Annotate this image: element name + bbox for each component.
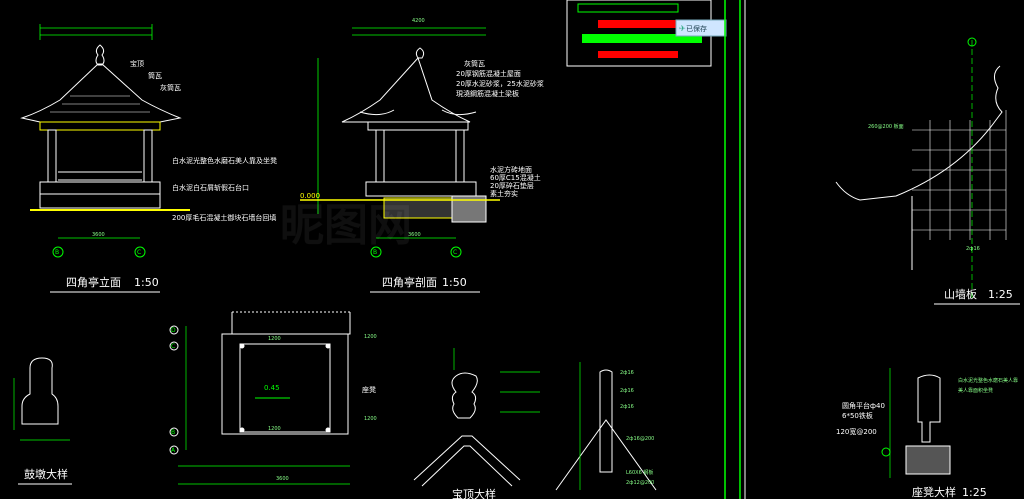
section-note-7: 20厚碎石垫层 <box>490 181 534 190</box>
bench-left-3: 120宽@200 <box>836 427 877 436</box>
section-note-5: 水泥方砖地面 <box>490 165 532 174</box>
gable-label-1: 260@200 板面 <box>868 123 904 130</box>
section-note-3: 20厚水泥砂浆，25水泥砂浆 <box>456 79 544 88</box>
ridge-detail: 2ф16 2ф16 2ф16 2ф16@200 L60X6 钢板 2ф12@20… <box>555 362 657 491</box>
plan-axis-c: C <box>171 343 175 350</box>
section-dim-bottom: 3600 <box>408 232 421 238</box>
section-axis-c: C <box>453 249 457 256</box>
gable-label-2: 2ф16 <box>966 246 980 252</box>
gable-scale: 1:25 <box>988 288 1013 301</box>
bench-note-2: 美人靠面积坐凳 <box>958 387 993 394</box>
bench-left-2: 6*50铁板 <box>842 411 873 420</box>
section-scale: 1:50 <box>442 276 467 289</box>
pavilion-plan: 0.45 1200 1200 1200 1200 座凳 D C B A 3600 <box>169 311 377 485</box>
elev-note-3: 灰筒瓦 <box>160 83 181 92</box>
elev-note-1: 宝顶 <box>130 59 144 68</box>
ridge-label-3: 2ф16 <box>620 404 634 410</box>
axis-b: B <box>55 249 59 256</box>
watermark: 昵图网 <box>280 200 412 251</box>
pavilion-elevation: B C 3600 宝顶 筒瓦 灰筒瓦 白水泥光整色水磨石美人靠及坐凳 白水泥白石… <box>20 24 277 293</box>
ridge-label-2: 2ф16 <box>620 388 634 394</box>
plan-axis-a: A <box>171 447 176 454</box>
section-dim-top: 4200 <box>412 18 425 24</box>
ridge-label-4: 2ф16@200 <box>626 436 654 442</box>
elev-note-2: 筒瓦 <box>148 71 162 80</box>
gable-title: 山墙板 <box>944 287 977 301</box>
section-axis-b: B <box>373 249 377 256</box>
pavilion-section: 4200 0.000 灰筒瓦 20厚钢筋混凝土屋面 20厚水泥砂浆，25水泥砂浆… <box>300 18 544 293</box>
plan-dim-2: 1200 <box>364 334 377 340</box>
plan-dim-1: 1200 <box>268 336 281 342</box>
section-note-1: 灰筒瓦 <box>464 59 485 68</box>
elev-note-4: 白水泥光整色水磨石美人靠及坐凳 <box>172 156 277 165</box>
section-level: 0.000 <box>300 192 320 200</box>
ridge-label-1: 2ф16 <box>620 370 634 376</box>
plan-dim-3: 1200 <box>364 416 377 422</box>
bench-scale: 1:25 <box>962 486 987 499</box>
drum-stone-detail: 鼓墩大样 <box>13 357 72 485</box>
elevation-title: 四角亭立面 <box>66 275 121 289</box>
bench-note-1: 白水泥光整色水磨石美人靠 <box>958 377 1018 384</box>
layer-legend-box: 已保存 ✈ <box>566 0 727 67</box>
finial-title: 宝顶大样 <box>452 487 496 499</box>
bench-detail: 白水泥光整色水磨石美人靠 美人靠面积坐凳 圆角平台ф40 6*50铁板 120宽… <box>836 368 1018 499</box>
bench-title: 座凳大样 <box>912 485 956 499</box>
elev-grade-note: 200厚毛石混凝土御块石墙台回填 <box>172 213 276 222</box>
section-note-6: 60厚C15混凝土 <box>490 173 541 182</box>
frame-lines <box>724 0 746 499</box>
plan-dim-4: 1200 <box>268 426 281 432</box>
plan-axis-b: B <box>171 429 175 436</box>
axis-c: C <box>137 249 141 256</box>
ridge-label-5: L60X6 钢板 <box>626 469 653 476</box>
plan-axis-d: D <box>171 327 176 334</box>
finial-detail: 宝顶大样 <box>413 348 540 499</box>
plan-side-note: 座凳 <box>362 385 376 394</box>
elevation-scale: 1:50 <box>134 276 159 289</box>
drum-stone-title: 鼓墩大样 <box>24 467 68 481</box>
plan-level: 0.45 <box>264 384 280 392</box>
section-note-2: 20厚钢筋混凝土屋面 <box>456 69 521 78</box>
elev-note-5: 白水泥白石屑斩假石台口 <box>172 183 249 192</box>
section-note-4: 現澆鋼筋混凝土梁板 <box>456 89 519 98</box>
elev-dim-bottom: 3600 <box>92 232 105 238</box>
bench-left-1: 圆角平台ф40 <box>842 401 885 410</box>
plan-dim-bottom: 3600 <box>276 476 289 482</box>
section-title: 四角亭剖面 <box>382 275 437 289</box>
gable-board: 260@200 板面 2ф16 山墙板 1:25 <box>835 37 1020 305</box>
ridge-label-6: 2ф12@200 <box>626 480 654 486</box>
svg-text:✈: ✈ <box>679 24 686 33</box>
section-note-8: 素土夯实 <box>490 189 518 198</box>
saved-badge: 已保存 <box>686 24 707 33</box>
